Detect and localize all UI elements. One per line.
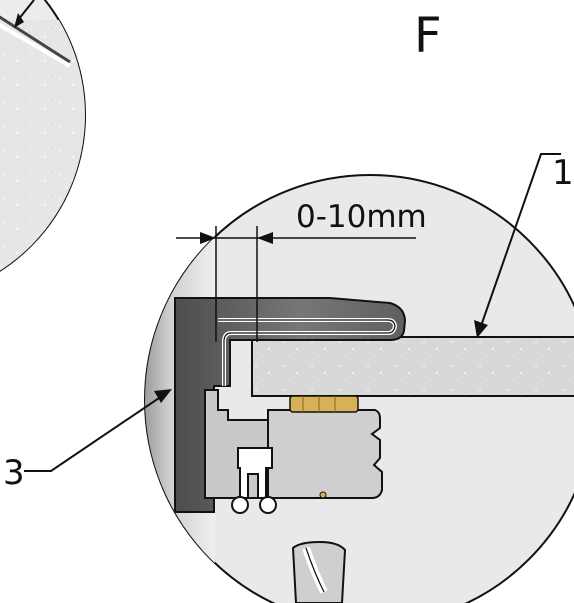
callout-three-label: 3 xyxy=(3,453,25,493)
callout-three-arrow xyxy=(154,389,172,403)
left-leader-arrow xyxy=(14,13,24,28)
detail-letter: F xyxy=(414,8,442,64)
adjustment-screw xyxy=(289,395,359,413)
callout-three-leader xyxy=(24,395,163,472)
insert-round-right xyxy=(259,496,277,514)
shelf-panel-texture xyxy=(252,337,574,396)
lower-fastener-slot xyxy=(305,547,325,593)
left-partial-detail xyxy=(0,0,86,280)
left-detail-surface xyxy=(0,22,72,68)
dimension-arrow-right xyxy=(257,232,273,244)
bracket-inner-outline xyxy=(218,319,396,386)
insert-channel xyxy=(237,447,273,499)
left-detail-edge xyxy=(0,14,71,64)
dimension-arrow-left xyxy=(200,232,216,244)
dimension-label: 0-10mm xyxy=(296,199,427,235)
callout-one-leader xyxy=(480,153,561,327)
insert-round-left xyxy=(231,496,249,514)
callout-one-arrow xyxy=(474,320,488,338)
shelf-insert-block xyxy=(267,409,383,499)
small-gold-stud xyxy=(319,491,327,499)
callout-one-label: 1 xyxy=(552,153,574,193)
left-leader-line xyxy=(17,0,35,21)
